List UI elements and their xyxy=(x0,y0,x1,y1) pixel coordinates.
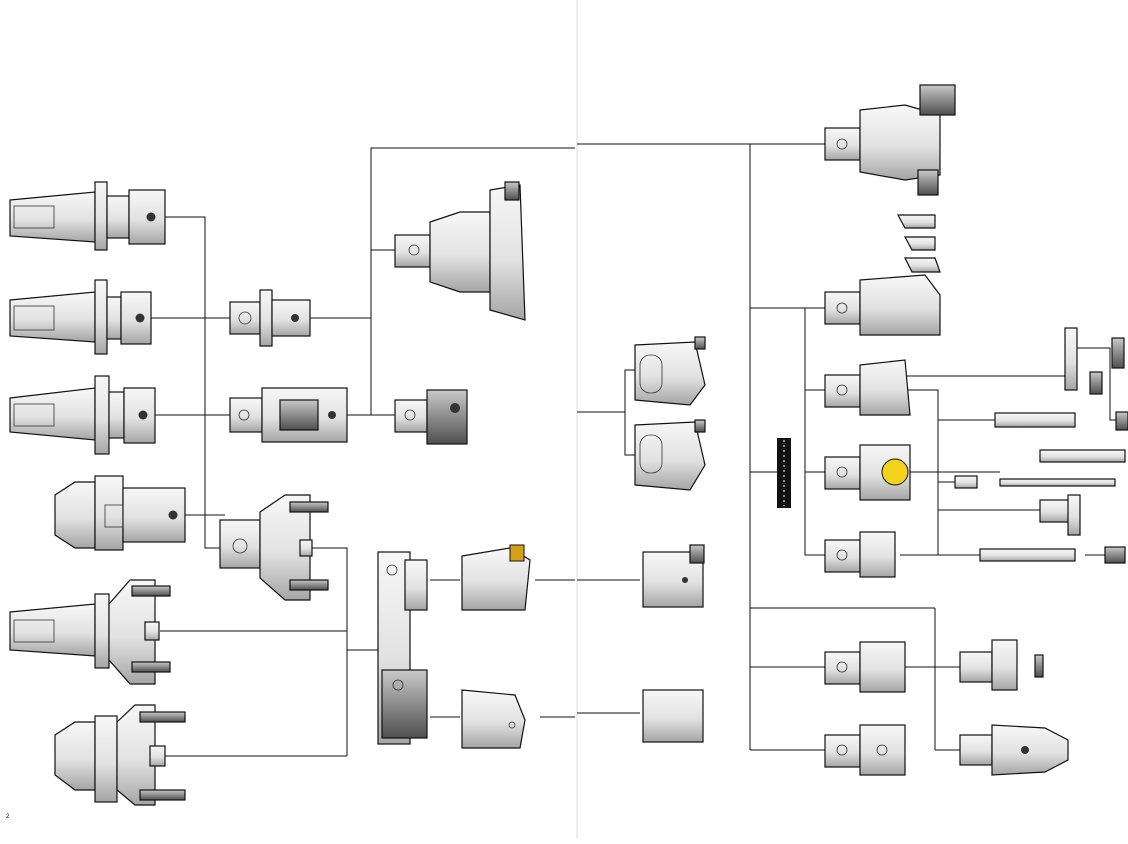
boring-head-pair xyxy=(635,337,705,490)
vertical-scale-bar xyxy=(777,438,791,508)
face-mill-head xyxy=(825,85,955,195)
spindle-adapter-4 xyxy=(55,476,185,550)
collet-chuck-shank xyxy=(825,642,905,692)
tapping-adapter xyxy=(960,640,1043,690)
intermediate-adapter-3 xyxy=(220,495,328,600)
insert-pieces xyxy=(898,215,940,272)
fine-boring-block xyxy=(643,690,703,742)
drill-chuck-shank xyxy=(825,725,905,775)
cartridge-insert-yellow xyxy=(462,545,530,610)
boring-bars xyxy=(955,328,1128,563)
modular-shank-1 xyxy=(825,275,940,335)
modular-shank-3 xyxy=(825,445,910,500)
cartridge-plain xyxy=(462,690,525,748)
modular-shank-2 xyxy=(825,360,910,415)
fine-boring-head xyxy=(643,545,704,607)
intermediate-adapter-2 xyxy=(230,388,347,442)
modular-shank-4 xyxy=(825,532,895,577)
spindle-adapter-3 xyxy=(10,376,155,454)
page-number: 2 xyxy=(6,814,9,820)
drill-chuck xyxy=(960,725,1068,775)
spindle-adapter-6 xyxy=(55,705,185,805)
cartridge-holder-bar xyxy=(378,552,427,744)
spindle-adapter-2 xyxy=(10,280,151,354)
intermediate-adapter-1 xyxy=(230,290,310,346)
spindle-adapter-5 xyxy=(10,580,170,684)
boring-head-small xyxy=(395,390,467,444)
spindle-adapter-1 xyxy=(10,182,165,250)
boring-head-large xyxy=(395,182,525,320)
